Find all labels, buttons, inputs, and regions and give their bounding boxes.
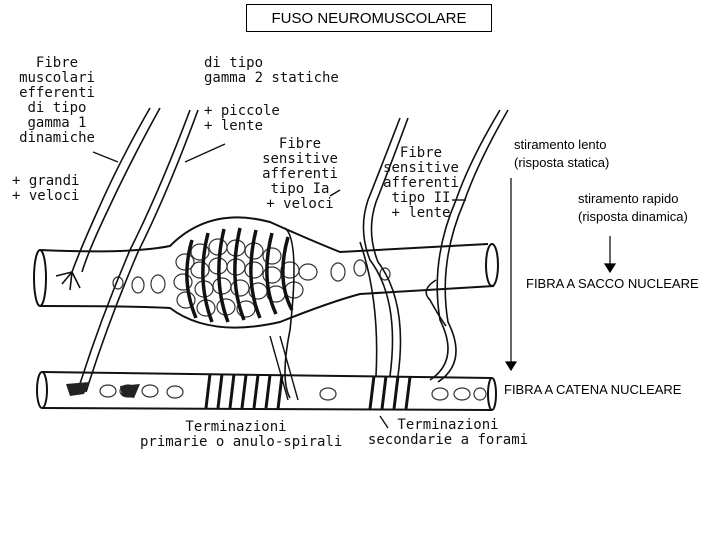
label-large-fast: + grandi + veloci (12, 173, 80, 204)
motor-end-plates (66, 382, 140, 398)
chain-nuclei (99, 384, 487, 401)
label-nuclear-bag-fiber: FIBRA A SACCO NUCLEARE (526, 276, 699, 291)
leader-lines (92, 143, 466, 429)
nuclear-chain-fiber (36, 371, 497, 411)
label-nuclear-chain-fiber: FIBRA A CATENA NUCLEARE (504, 382, 682, 397)
nerve-fibers (55, 107, 509, 399)
label-primary-endings: Terminazioni primarie o anulo-spirali (140, 419, 343, 450)
label-fast-stretch: stiramento rapido (risposta dinamica) (578, 191, 688, 224)
label-secondary-endings: Terminazioni secondarie a forami (367, 417, 529, 448)
diagram-title: FUSO NEUROMUSCOLARE (246, 4, 492, 32)
label-sensory-Ia: Fibre sensitive afferenti tipo Ia + velo… (262, 136, 338, 212)
primary-spiral-rings (185, 227, 294, 323)
label-gamma2-static: di tipo gamma 2 statiche (204, 55, 339, 86)
chain-rings (204, 373, 412, 410)
response-arrow (504, 178, 617, 372)
label-efferent-dynamic: Fibre muscolari efferenti di tipo gamma … (19, 55, 95, 146)
nuclear-bag-fiber (33, 216, 499, 329)
label-slow-stretch: stiramento lento (risposta statica) (514, 137, 610, 170)
label-small-slow: + piccole + lente (204, 103, 280, 134)
label-sensory-II: Fibre sensitive afferenti tipo II + lent… (383, 145, 459, 221)
bag-nuclei (112, 238, 391, 318)
